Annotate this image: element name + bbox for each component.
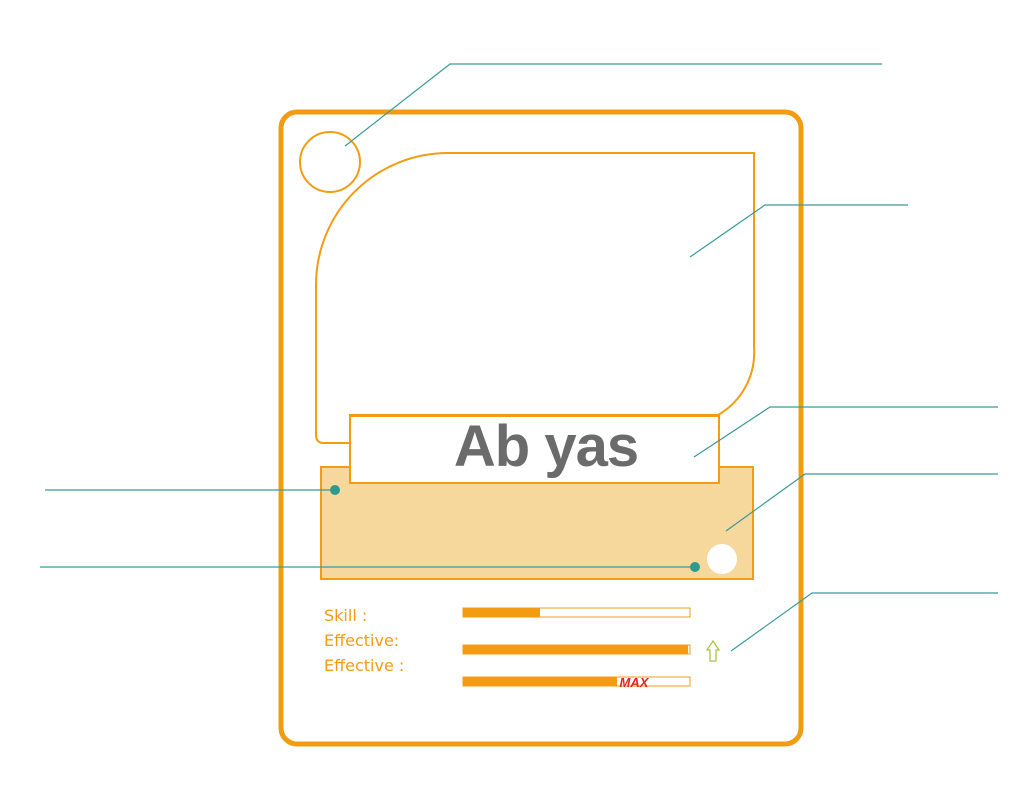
- stat-label-effective-1: Effective:: [324, 631, 399, 650]
- card-name: Ab yas: [454, 414, 638, 479]
- stat-bar-fill: [463, 645, 688, 654]
- callout-line-type: [725, 473, 998, 532]
- up-arrow-icon: [705, 639, 721, 662]
- stat-bar-effective-1: [462, 644, 691, 655]
- description-box: [320, 466, 754, 580]
- stat-bar-fill: [463, 677, 617, 686]
- callout-dot-corner: [690, 562, 700, 572]
- type-circle: [707, 544, 737, 574]
- callout-lines: [40, 63, 998, 652]
- cost-circle: [299, 131, 361, 193]
- callout-line-stats: [730, 592, 998, 652]
- callout-line-cost: [344, 63, 882, 147]
- stat-bar-skill: [462, 607, 691, 618]
- callout-line-artwork: [689, 204, 908, 258]
- max-badge: MAX: [620, 675, 650, 690]
- callout-dot-description: [330, 485, 340, 495]
- stat-bar-effective-2: [462, 676, 691, 687]
- stat-label-effective-2: Effective :: [324, 656, 404, 675]
- stat-bar-fill: [463, 608, 540, 617]
- name-banner: [349, 415, 720, 484]
- stat-label-skill: Skill :: [324, 606, 367, 625]
- artwork-area: [315, 152, 756, 444]
- callout-line-name: [693, 406, 998, 458]
